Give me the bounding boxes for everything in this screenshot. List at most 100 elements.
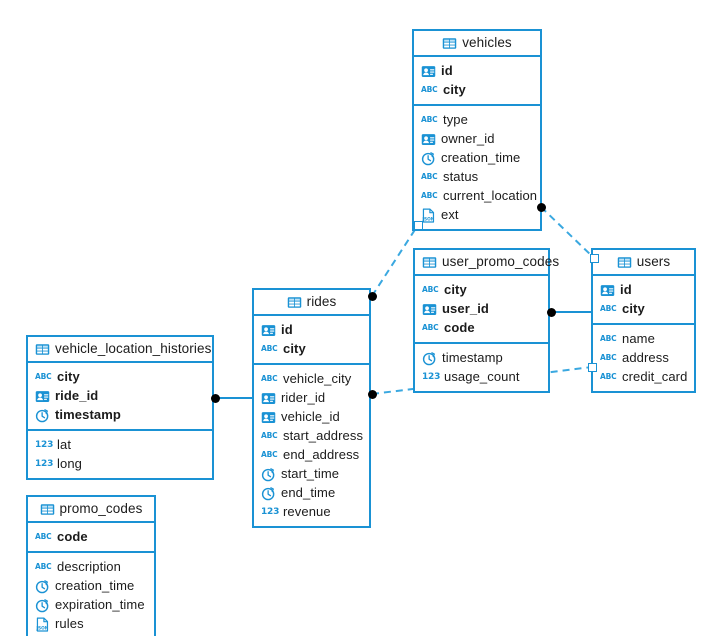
json-type-icon: JSON [421,208,435,223]
column-row[interactable]: rider_id [261,388,362,407]
id-badge-icon [35,389,50,403]
column-name: address [622,350,669,365]
column-name: end_address [283,447,360,462]
column-row[interactable]: id [421,61,533,80]
number-type-icon: 123 [422,371,441,382]
column-name: current_location [443,188,538,203]
table-icon [617,255,631,269]
column-name: id [441,63,453,78]
column-row[interactable]: start_time [261,464,362,483]
column-row[interactable]: owner_id [421,129,533,148]
column-name: expiration_time [55,597,145,612]
table-icon [35,342,50,356]
table-header[interactable]: rides [254,290,369,316]
string-type-icon: ABC [261,430,278,440]
column-row[interactable]: expiration_time [35,595,147,614]
column-row[interactable]: creation_time [35,576,147,595]
id-badge-icon [261,410,276,424]
column-row[interactable]: timestamp [35,405,205,424]
column-row[interactable]: end_time [261,483,362,502]
string-type-icon: ABC [261,343,278,353]
column-row[interactable]: timestamp [422,348,541,367]
string-type-icon: ABC [35,531,52,541]
string-type-icon: ABC [421,190,438,200]
table-title: vehicle_location_histories [55,341,212,356]
column-name: start_time [281,466,340,481]
edge-rides-to-vehicles [371,224,419,297]
id-badge-icon [261,391,276,405]
edge-endpoint-square [589,253,599,263]
table-title: vehicles [462,35,512,50]
number-type-icon: 123 [35,439,54,450]
string-type-icon: ABC [600,333,617,343]
column-row[interactable]: ABC current_location [421,186,537,205]
column-name: id [620,282,632,297]
column-row[interactable]: user_id [422,299,541,318]
string-type-icon: ABC [261,373,278,383]
string-type-icon: ABC [35,561,52,571]
table-icon [442,36,457,50]
number-type-icon: 123 [261,506,280,517]
id-badge-icon [421,64,436,78]
table-title: users [636,254,671,269]
column-name: ride_id [55,388,99,403]
column-name: type [443,112,468,127]
column-row[interactable]: creation_time [421,148,533,167]
table-header[interactable]: vehicles [414,31,540,57]
column-name: city [283,341,306,356]
clock-icon [35,598,49,612]
svg-text:JSON: JSON [35,625,48,631]
id-badge-icon [600,283,615,297]
column-row[interactable]: id [600,280,687,299]
table-header[interactable]: users [593,250,694,276]
table-header[interactable]: vehicle_location_histories [28,337,212,363]
column-name: timestamp [55,407,121,422]
table-title: rides [306,294,337,309]
column-name: owner_id [441,131,495,146]
column-name: status [443,169,479,184]
string-type-icon: ABC [600,371,617,381]
string-type-icon: ABC [421,84,438,94]
table-header[interactable]: promo_codes [28,497,154,523]
column-name: user_id [442,301,489,316]
column-name: lat [57,437,72,452]
column-row[interactable]: ABC city [261,339,362,358]
column-name: city [57,369,80,384]
column-row[interactable]: id [261,320,362,339]
column-row[interactable]: vehicle_id [261,407,362,426]
table-header[interactable]: user_promo_codes [415,250,559,276]
column-row[interactable]: ride_id [35,386,205,405]
